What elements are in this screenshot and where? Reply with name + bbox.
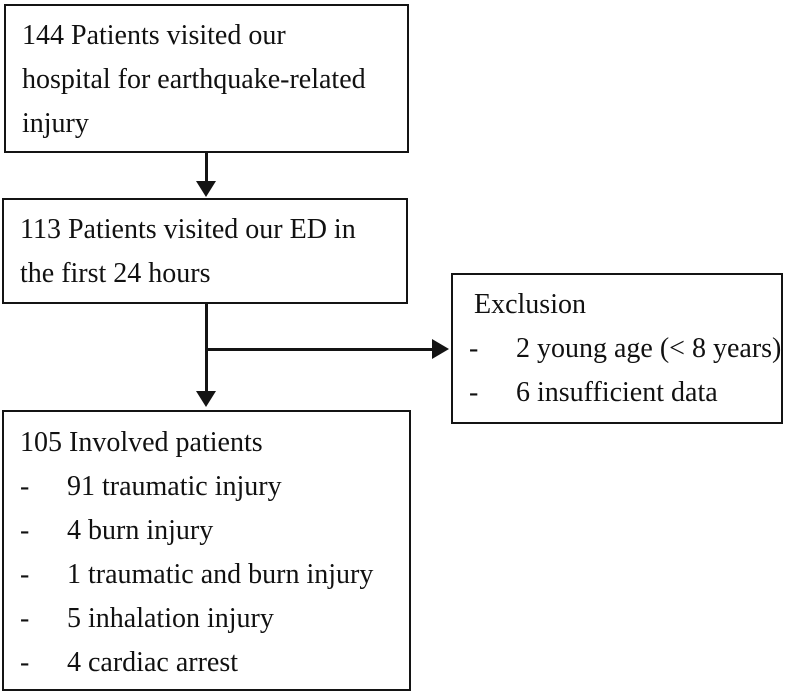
dash-bullet: - — [20, 515, 30, 546]
dash-bullet: - — [469, 333, 479, 364]
involved-item-text: 4 cardiac arrest — [67, 647, 238, 678]
involved-item-traumatic-injury: - 91 traumatic injury — [20, 465, 393, 509]
involved-item-inhalation-injury: - 5 inhalation injury — [20, 597, 393, 641]
box-hospital-visits: 144 Patients visited our hospital for ea… — [4, 4, 409, 153]
exclusion-item-text: 2 young age (< 8 years) — [516, 333, 782, 364]
arrow-right-icon — [432, 339, 449, 359]
arrow-down-icon — [196, 181, 216, 197]
exclusion-title: Exclusion — [474, 289, 586, 320]
exclusion-item-text: 6 insufficient data — [516, 377, 718, 408]
exclusion-item-young-age: - 2 young age (< 8 years) — [469, 327, 781, 371]
box-ed-visits-line-1: 113 Patients visited our ED in — [20, 214, 356, 245]
dash-bullet: - — [469, 377, 479, 408]
arrow-down-icon — [196, 391, 216, 407]
box-involved-patients: 105 Involved patients - 91 traumatic inj… — [2, 410, 411, 691]
involved-item-traumatic-and-burn-injury: - 1 traumatic and burn injury — [20, 553, 393, 597]
box-hospital-visits-line-1: 144 Patients visited our — [22, 20, 286, 51]
box-ed-visits-line-2: the first 24 hours — [20, 258, 211, 289]
arrow-box1-to-box2-line — [205, 153, 208, 183]
box-exclusion: Exclusion - 2 young age (< 8 years) - 6 … — [451, 273, 783, 424]
exclusion-item-insufficient-data: - 6 insufficient data — [469, 371, 765, 415]
involved-item-cardiac-arrest: - 4 cardiac arrest — [20, 641, 393, 685]
involved-patients-title: 105 Involved patients — [20, 427, 263, 458]
box-hospital-visits-line-3: injury — [22, 108, 89, 139]
involved-item-text: 1 traumatic and burn injury — [67, 559, 374, 590]
dash-bullet: - — [20, 471, 30, 502]
dash-bullet: - — [20, 603, 30, 634]
arrow-branch-to-exclusion-line — [205, 348, 433, 351]
involved-item-burn-injury: - 4 burn injury — [20, 509, 393, 553]
dash-bullet: - — [20, 647, 30, 678]
box-ed-visits: 113 Patients visited our ED in the first… — [2, 198, 408, 304]
box-hospital-visits-line-2: hospital for earthquake-related — [22, 64, 366, 95]
involved-item-text: 91 traumatic injury — [67, 471, 282, 502]
involved-item-text: 4 burn injury — [67, 515, 214, 546]
involved-item-text: 5 inhalation injury — [67, 603, 274, 634]
dash-bullet: - — [20, 559, 30, 590]
